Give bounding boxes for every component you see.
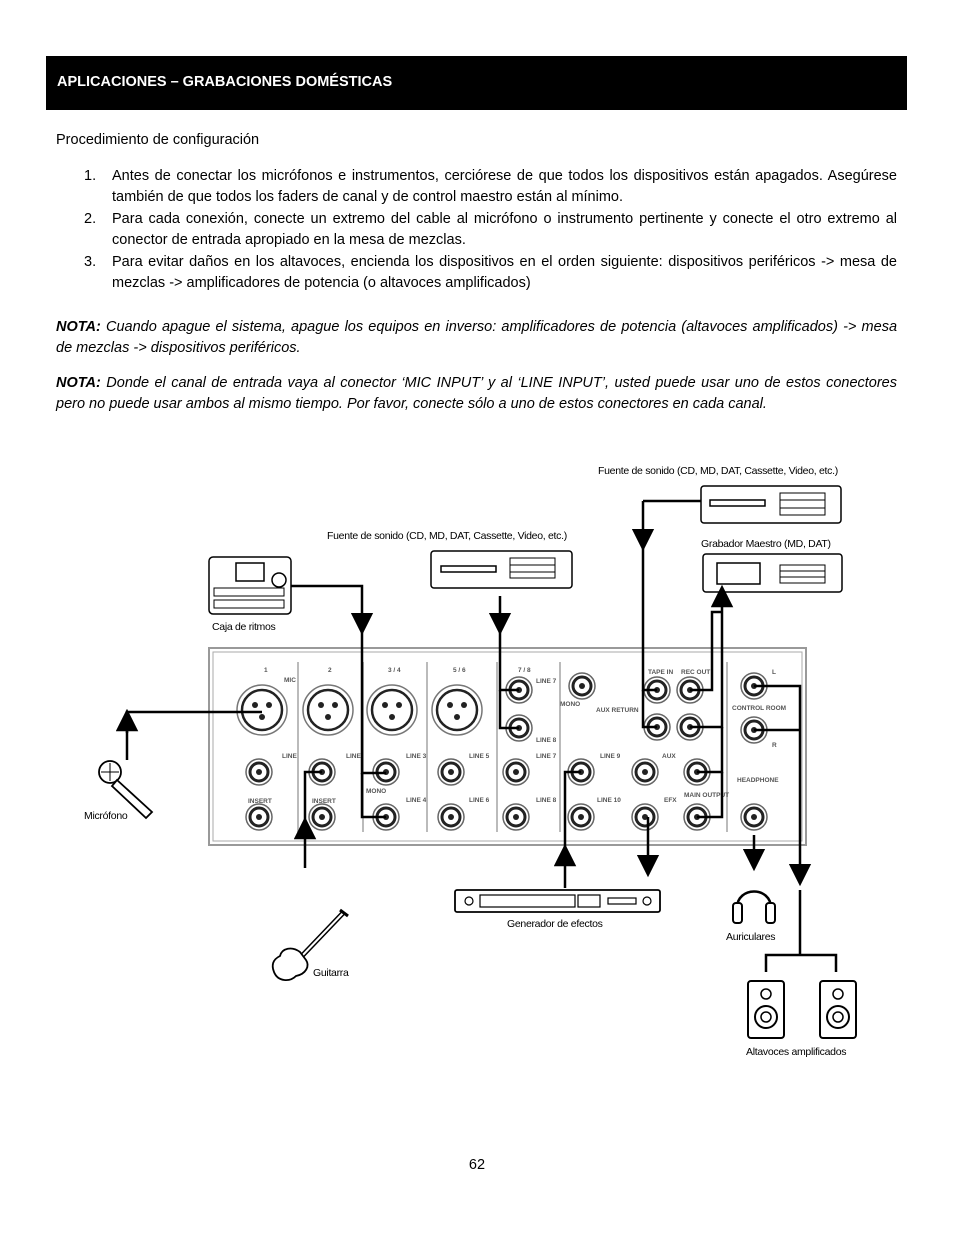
note-label: NOTA: <box>56 319 101 335</box>
line10-label: LINE 10 <box>597 797 621 804</box>
line7-label: LINE 7 <box>536 753 557 760</box>
ch78-label: 7 / 8 <box>518 667 531 674</box>
speakers-label: Altavoces amplificados <box>746 1046 846 1058</box>
note-2: NOTA: Donde el canal de entrada vaya al … <box>56 373 897 415</box>
line-label: LINE <box>346 753 361 760</box>
ch2-label: 2 <box>328 667 332 674</box>
line9-label: LINE 9 <box>600 753 621 760</box>
rec-out-label: REC OUT <box>681 669 710 676</box>
line6-label: LINE 6 <box>469 797 490 804</box>
mono-label: MONO <box>560 701 580 708</box>
page-number: 62 <box>468 1157 486 1173</box>
line7-label: LINE 7 <box>536 678 557 685</box>
sound-source-top: Fuente de sonido (CD, MD, DAT, Cassette,… <box>598 465 842 524</box>
connection-diagram: Fuente de sonido (CD, MD, DAT, Cassette,… <box>84 465 857 1058</box>
drum-machine-label: Caja de ritmos <box>212 621 276 633</box>
list-item: 3.Para evitar daños en los altavoces, en… <box>84 254 897 291</box>
l-label: L <box>772 669 776 676</box>
note-text: Cuando apague el sistema, apague los equ… <box>56 319 898 356</box>
mixer-rear-panel: 1 2 3 / 4 5 / 6 7 / 8 MIC LINE LINE INSE… <box>208 647 807 846</box>
aux-label: AUX <box>662 753 676 760</box>
line3-label: LINE 3 <box>406 753 427 760</box>
line8-label: LINE 8 <box>536 737 557 744</box>
master-recorder: Grabador Maestro (MD, DAT) <box>701 538 843 593</box>
list-item: 2.Para cada conexión, conecte un extremo… <box>84 211 897 248</box>
r-label: R <box>772 742 777 749</box>
steps-list: 1.Antes de conectar los micrófonos e ins… <box>56 166 897 295</box>
ch1-label: 1 <box>264 667 268 674</box>
guitar-label: Guitarra <box>313 967 349 979</box>
main-output-label: MAIN OUTPUT <box>684 792 729 799</box>
effects-generator: Generador de efectos <box>454 889 661 930</box>
intro-text: Procedimiento de configuración <box>56 132 260 148</box>
connection-lines <box>115 499 838 972</box>
headphone-label: HEADPHONE <box>737 777 779 784</box>
insert-label: INSERT <box>248 798 272 805</box>
master-recorder-label: Grabador Maestro (MD, DAT) <box>701 538 831 550</box>
microphone-label: Micrófono <box>84 810 128 822</box>
headphones: Auriculares <box>726 890 776 943</box>
ch34-label: 3 / 4 <box>388 667 401 674</box>
microphone: Micrófono <box>84 760 154 822</box>
ch56-label: 5 / 6 <box>453 667 466 674</box>
section-header: APLICACIONES – GRABACIONES DOMÉSTICAS <box>46 56 907 110</box>
insert-label: INSERT <box>312 798 336 805</box>
powered-speakers: Altavoces amplificados <box>746 980 857 1058</box>
control-room-label: CONTROL ROOM <box>732 705 786 712</box>
mic-label: MIC <box>284 677 296 684</box>
sound-source-top-label: Fuente de sonido (CD, MD, DAT, Cassette,… <box>598 465 838 477</box>
headphones-label: Auriculares <box>726 931 775 943</box>
line5-label: LINE 5 <box>469 753 490 760</box>
note-1: NOTA: Cuando apague el sistema, apague l… <box>56 317 897 359</box>
drum-machine: Caja de ritmos <box>208 556 292 633</box>
note-text: Donde el canal de entrada vaya al conect… <box>56 375 897 412</box>
note-label: NOTA: <box>56 375 101 391</box>
efx-label: EFX <box>664 797 677 804</box>
sound-source-mid-label: Fuente de sonido (CD, MD, DAT, Cassette,… <box>327 530 567 542</box>
sound-source-mid: Fuente de sonido (CD, MD, DAT, Cassette,… <box>327 530 573 589</box>
section-title: APLICACIONES – GRABACIONES DOMÉSTICAS <box>57 74 393 90</box>
list-item: 1.Antes de conectar los micrófonos e ins… <box>84 168 897 205</box>
aux-return-label: AUX RETURN <box>596 707 639 714</box>
line-label: LINE <box>282 753 297 760</box>
tape-in-label: TAPE IN <box>648 669 673 676</box>
line8-label: LINE 8 <box>536 797 557 804</box>
line4-label: LINE 4 <box>406 797 427 804</box>
guitar: Guitarra <box>271 908 349 981</box>
mono-label: MONO <box>366 788 386 795</box>
effects-generator-label: Generador de efectos <box>507 918 603 930</box>
